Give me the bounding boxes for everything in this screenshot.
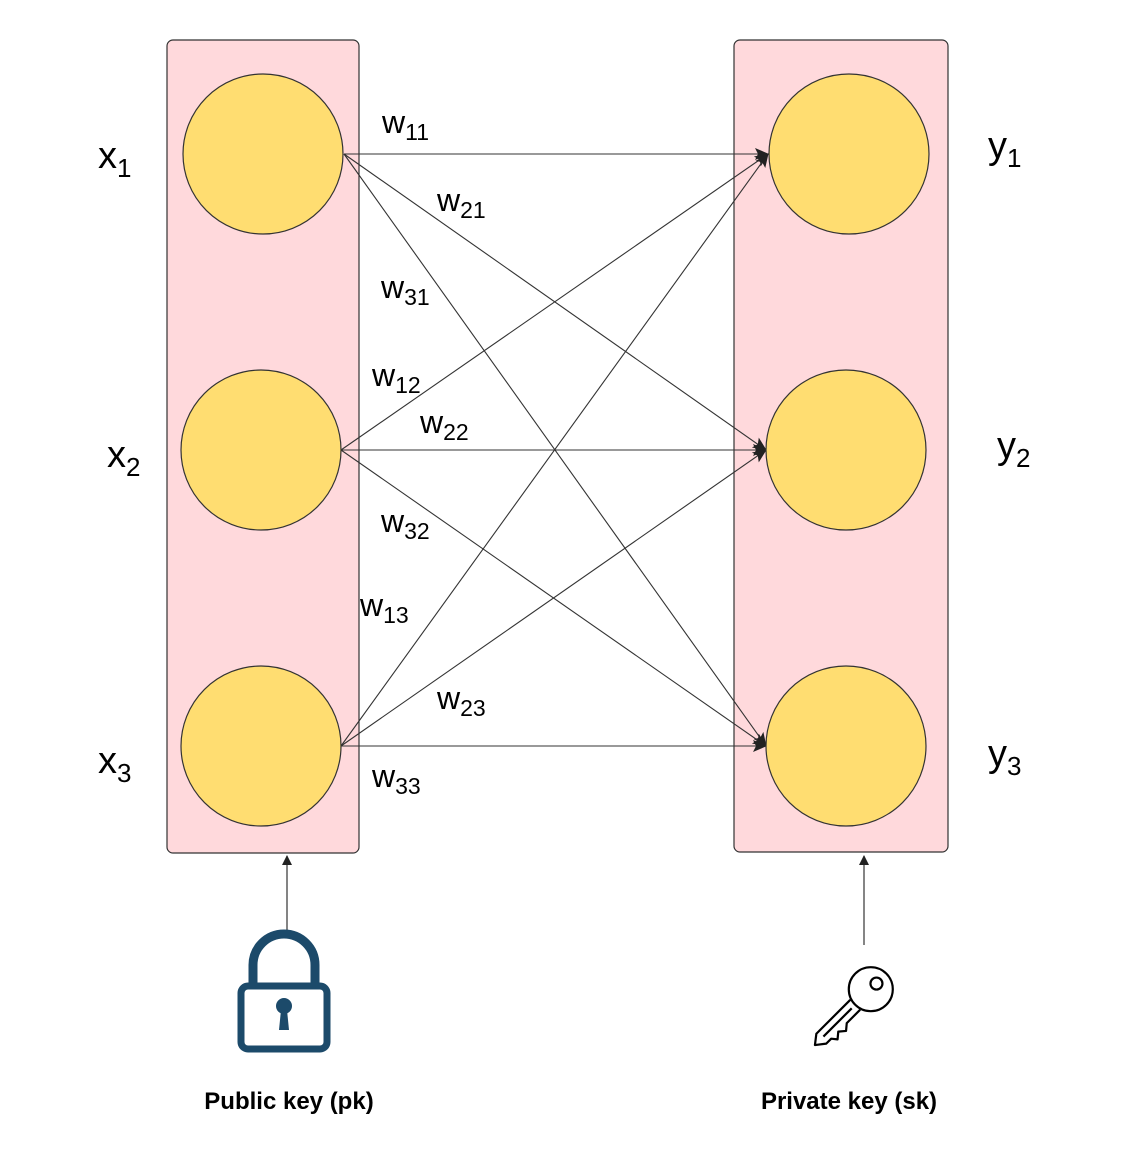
output-node-y3 (765, 665, 927, 827)
weight-label-w21: w21 (436, 182, 486, 223)
lock-icon (237, 929, 331, 1053)
label-y3: y3 (988, 733, 1021, 781)
edge-x2-y1 (340, 153, 769, 451)
label-x2: x2 (107, 434, 140, 482)
weight-label-w33: w33 (371, 758, 421, 799)
edge-x3-y1 (340, 153, 769, 747)
weight-label-w11: w11 (381, 104, 429, 145)
input-node-x2 (180, 369, 342, 531)
output-node-y1 (768, 73, 930, 235)
connection-edges (340, 148, 769, 752)
label-y2: y2 (997, 425, 1030, 473)
weight-label-w12: w12 (371, 357, 421, 398)
weight-label-w31: w31 (380, 269, 430, 310)
label-x1: x1 (98, 135, 131, 183)
weight-label-w22: w22 (419, 404, 469, 445)
weight-label-w13: w13 (359, 587, 409, 628)
public-key-caption: Public key (pk) (204, 1088, 373, 1115)
weight-label-w23: w23 (436, 680, 486, 721)
label-x3: x3 (98, 740, 131, 788)
output-node-y2 (765, 369, 927, 531)
key-icon (813, 966, 894, 1047)
input-node-x3 (180, 665, 342, 827)
private-key-caption: Private key (sk) (761, 1088, 937, 1115)
edge-x3-y2 (340, 449, 767, 747)
input-node-x1 (182, 73, 344, 235)
weight-label-w32: w32 (380, 503, 430, 544)
label-y1: y1 (988, 125, 1021, 173)
